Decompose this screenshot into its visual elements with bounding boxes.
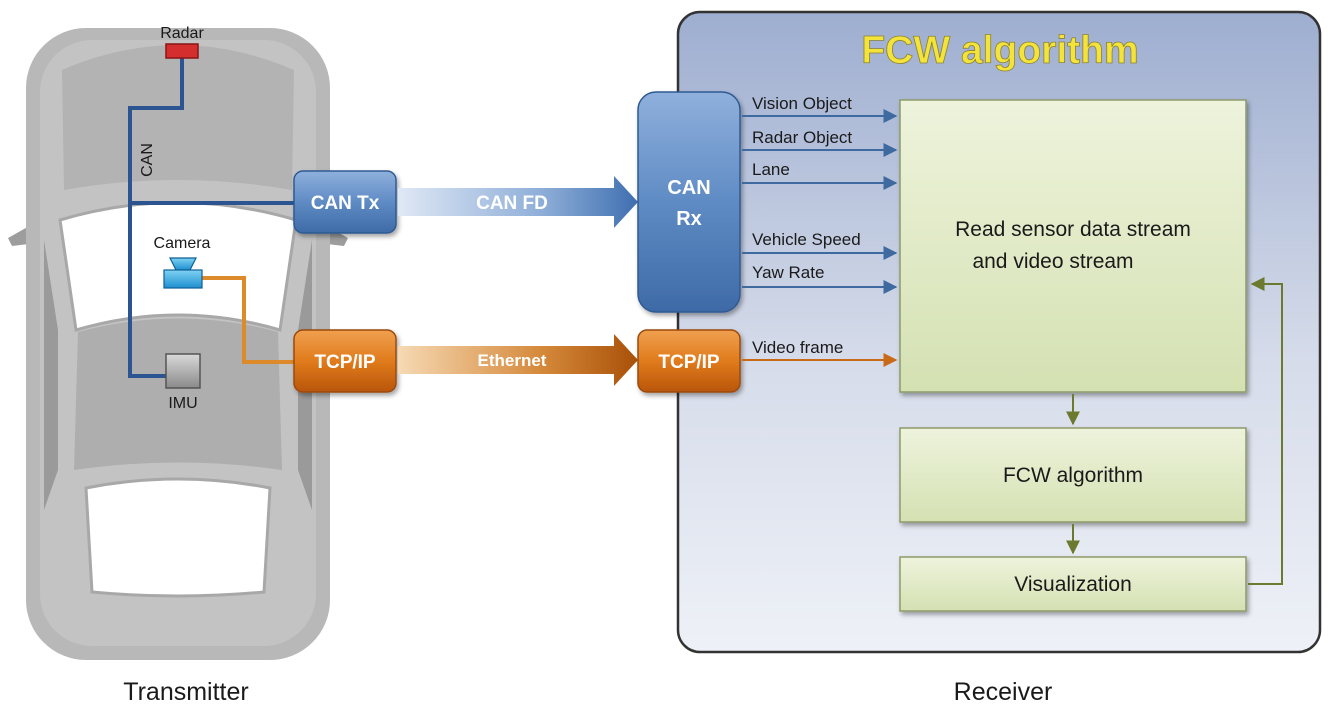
flow-arrows	[1066, 277, 1283, 585]
can-rx-line1: CAN	[667, 177, 710, 199]
imu-sensor	[165, 353, 201, 389]
can-fd-label: CAN FD	[476, 193, 548, 214]
receiver-title: FCW algorithm	[861, 29, 1138, 72]
camera-label: Camera	[154, 235, 211, 252]
signal-arrows	[742, 109, 898, 367]
read-sensor-line2: and video stream	[972, 250, 1133, 273]
tcp-tx-text: TCP/IP	[314, 352, 376, 373]
signal-vision-object: Vision Object	[752, 94, 852, 113]
read-sensor-line1: Read sensor data stream	[955, 218, 1191, 241]
visualization-label: Visualization	[1014, 573, 1132, 596]
radar-label: Radar	[160, 25, 204, 42]
can-tx-text: CAN Tx	[311, 193, 380, 214]
can-tx-block	[293, 170, 397, 234]
ethernet-arrow	[398, 334, 638, 386]
tcp-rx-text: TCP/IP	[658, 352, 720, 373]
signal-radar-object: Radar Object	[752, 128, 852, 147]
signal-yaw-rate: Yaw Rate	[752, 263, 824, 282]
camera-sensor	[163, 257, 203, 289]
can-bus-wiring	[128, 54, 298, 378]
receiver-caption: Receiver	[954, 678, 1053, 706]
radar-sensor	[165, 43, 199, 59]
signal-vehicle-speed: Vehicle Speed	[752, 230, 861, 249]
tcp-tx-block	[293, 329, 397, 393]
signal-video-frame: Video frame	[752, 338, 843, 357]
car-illustration	[8, 28, 348, 660]
read-sensor-block	[899, 99, 1247, 393]
ethernet-label: Ethernet	[478, 351, 547, 370]
tcp-rx-block	[637, 329, 741, 393]
fcw-algorithm-block	[899, 427, 1247, 523]
camera-ethernet-wire	[200, 276, 298, 364]
fcw-algorithm-label: FCW algorithm	[1003, 464, 1143, 487]
signal-lane: Lane	[752, 160, 790, 179]
imu-label: IMU	[168, 395, 197, 412]
can-rx-block	[637, 91, 741, 313]
transmitter-caption: Transmitter	[123, 678, 248, 706]
visualization-block	[899, 556, 1247, 612]
can-fd-arrow	[398, 176, 638, 228]
can-rx-line2: Rx	[676, 208, 702, 230]
can-bus-label: CAN	[139, 143, 156, 177]
